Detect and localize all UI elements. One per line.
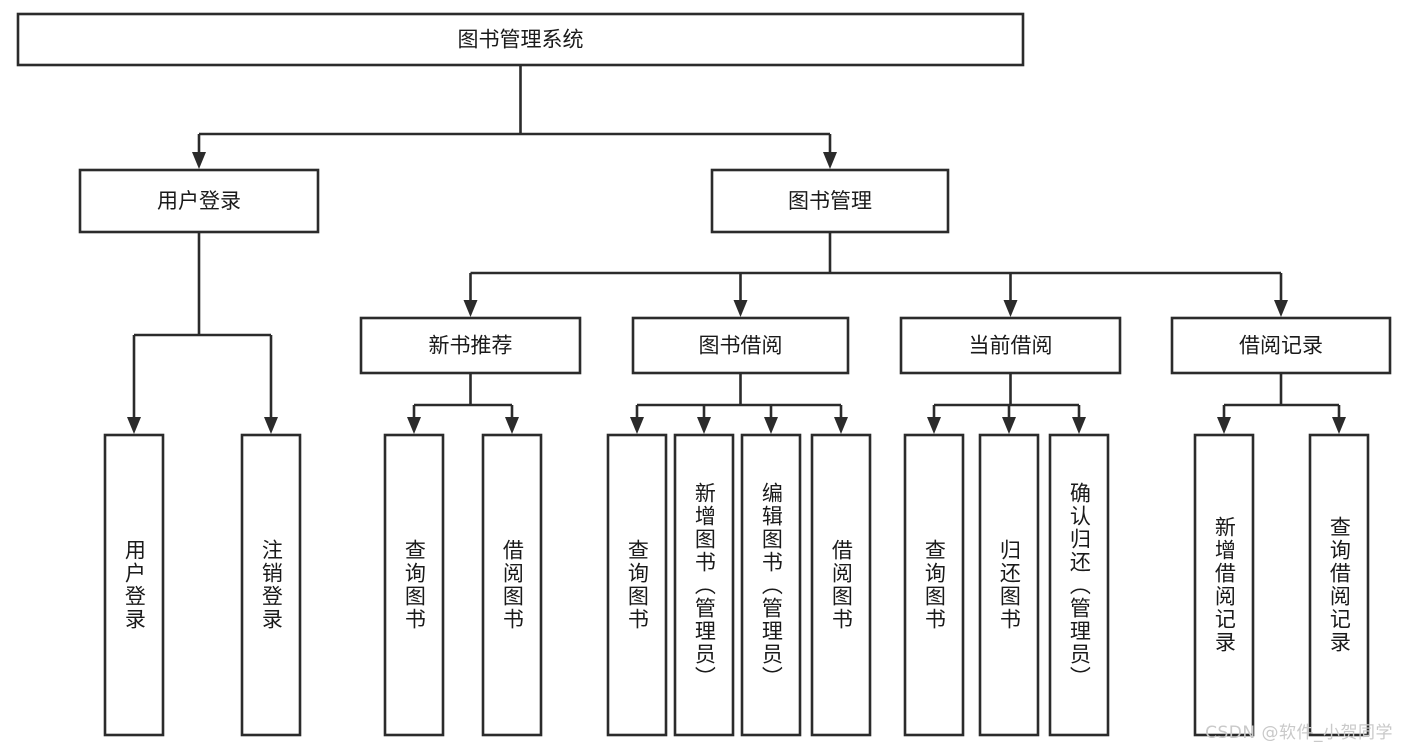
node-box-leaf-query-book-new[interactable] (383, 433, 445, 737)
arrow-head-icon (1002, 417, 1016, 434)
arrow-head-icon (264, 417, 278, 434)
node-box-current-borrow[interactable] (899, 316, 1122, 375)
node-box-leaf-query-book-borrow[interactable] (606, 433, 668, 737)
node-box-leaf-return-book[interactable] (978, 433, 1040, 737)
node-box-leaf-add-record[interactable] (1193, 433, 1255, 737)
arrow-head-icon (733, 300, 748, 317)
node-label-user-login: 用户登录 (157, 189, 241, 213)
node-box-leaf-add-book[interactable] (673, 433, 735, 737)
node-label-new-book-recommend: 新书推荐 (429, 334, 513, 358)
csdn-watermark: CSDN @软件_小贺同学 (1205, 723, 1393, 743)
arrow-head-icon (1072, 417, 1086, 434)
node-box-leaf-confirm-return[interactable] (1048, 433, 1110, 737)
node-label-current-borrow: 当前借阅 (969, 334, 1053, 358)
node-label-root: 图书管理系统 (458, 28, 584, 52)
arrow-head-icon (1274, 300, 1288, 317)
node-label-borrow-record: 借阅记录 (1239, 334, 1323, 358)
arrow-head-icon (630, 417, 644, 434)
node-box-root[interactable] (16, 12, 1025, 67)
arrow-head-icon (834, 417, 848, 434)
arrow-head-icon (697, 417, 711, 434)
node-box-leaf-borrow-book[interactable] (810, 433, 872, 737)
arrow-head-icon (1217, 417, 1231, 434)
boxes-layer (16, 12, 1392, 737)
node-box-new-book-recommend[interactable] (359, 316, 582, 375)
node-box-leaf-query-record[interactable] (1308, 433, 1370, 737)
node-box-leaf-borrow-book-new[interactable] (481, 433, 543, 737)
node-box-book-manage[interactable] (710, 168, 950, 234)
arrow-head-icon (127, 417, 141, 434)
arrow-head-icon (407, 417, 421, 434)
arrow-head-icon (823, 152, 837, 169)
arrow-head-icon (1003, 300, 1018, 317)
arrow-head-icon (505, 417, 519, 434)
node-box-leaf-edit-book[interactable] (740, 433, 802, 737)
node-box-borrow-record[interactable] (1170, 316, 1392, 375)
node-label-book-borrow: 图书借阅 (699, 334, 783, 358)
arrow-head-icon (192, 152, 206, 169)
arrow-head-icon (927, 417, 941, 434)
arrow-head-icon (1332, 417, 1346, 434)
arrow-head-icon (463, 300, 478, 317)
node-box-leaf-query-book-current[interactable] (903, 433, 965, 737)
node-box-leaf-user-logout[interactable] (240, 433, 302, 737)
node-box-user-login[interactable] (78, 168, 320, 234)
node-label-book-manage: 图书管理 (788, 189, 872, 213)
arrow-head-icon (764, 417, 778, 434)
connectors-layer (127, 65, 1346, 434)
node-box-leaf-user-login[interactable] (103, 433, 165, 737)
node-box-book-borrow[interactable] (631, 316, 850, 375)
